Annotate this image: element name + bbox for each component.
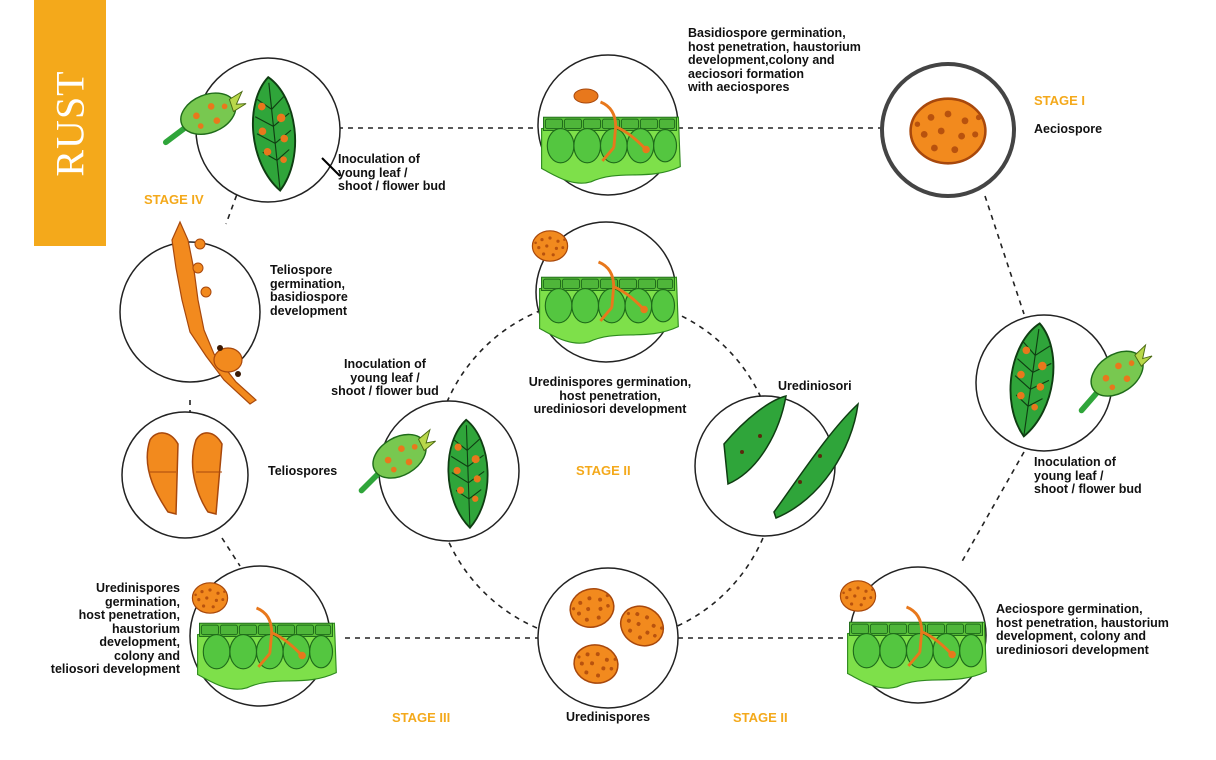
label-inoculation-right: Inoculation of young leaf / shoot / flow… — [1034, 455, 1142, 496]
circle-top-right — [880, 62, 1016, 198]
stage-2-bottom-label: STAGE II — [733, 710, 788, 725]
circle-left-upper — [119, 220, 261, 405]
circle-bottom-right — [839, 566, 988, 704]
label-uredinispores: Uredinispores — [565, 710, 651, 724]
circle-top-center — [537, 54, 682, 196]
connector-right-lower — [959, 451, 1025, 566]
circle-center-left — [362, 400, 520, 542]
label-basidiospore-germination: Basidiospore germination, host penetrati… — [688, 26, 861, 94]
stage-2-center-label: STAGE II — [576, 463, 631, 478]
label-uredinispores-bottom-left: Uredinispores germination, host penetrat… — [50, 581, 180, 676]
title-rust: RUST — [47, 69, 93, 177]
circle-center-top — [531, 221, 680, 363]
label-aeciospore: Aeciospore — [1034, 122, 1103, 136]
circle-center-right — [694, 394, 860, 537]
circle-left-middle — [121, 411, 249, 539]
stage-3-label: STAGE III — [392, 710, 451, 725]
label-teliospore-germination: Teliospore germination, basidiospore dev… — [270, 263, 348, 318]
pointer-line — [321, 157, 341, 177]
connector-left-upper — [225, 185, 241, 225]
label-urediniosori: Urediniosori — [778, 379, 852, 393]
label-uredinispores-germination-center: Uredinispores germination, host penetrat… — [528, 375, 692, 416]
title-band: RUST — [34, 0, 106, 246]
circle-bottom-left — [189, 565, 338, 707]
connector-left-lower — [221, 537, 241, 567]
stage-1-label: STAGE I — [1034, 93, 1086, 108]
label-teliospores: Teliospores — [268, 464, 338, 478]
circle-right-middle — [975, 314, 1155, 452]
label-inoculation-center: Inoculation of young leaf / shoot / flow… — [331, 357, 439, 398]
circle-top-left — [166, 57, 341, 203]
stage-4-label: STAGE IV — [144, 192, 204, 207]
label-aeciospore-germination: Aeciospore germination, host penetration… — [996, 602, 1169, 657]
label-inoculation-top-left: Inoculation of young leaf / shoot / flow… — [338, 152, 446, 193]
circle-bottom-center — [537, 567, 679, 709]
connector-right-upper — [984, 195, 1025, 315]
